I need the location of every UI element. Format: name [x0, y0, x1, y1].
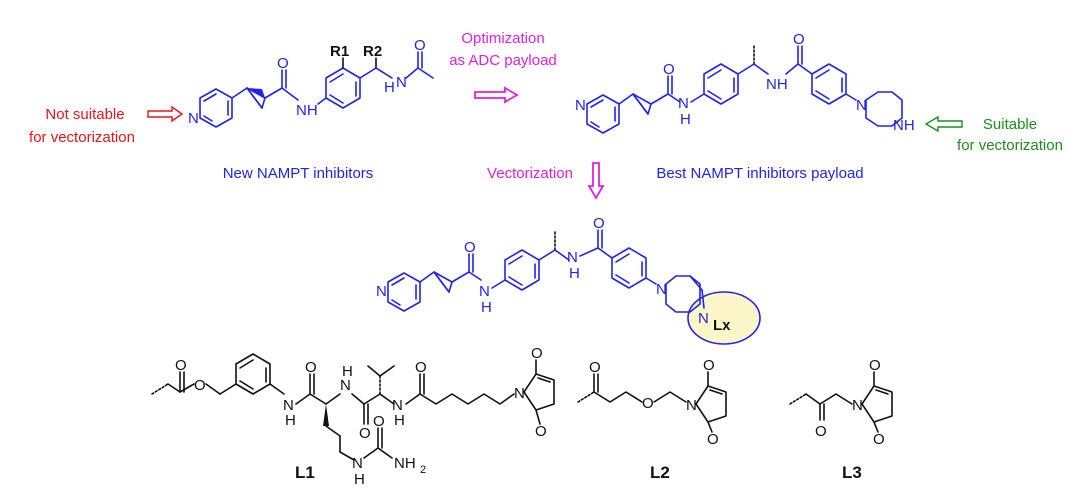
svg-text:O: O: [703, 357, 715, 374]
svg-text:for vectorization: for vectorization: [29, 129, 135, 146]
optimization-caption: Optimization as ADC payload: [449, 30, 557, 69]
svg-text:H: H: [481, 299, 492, 316]
svg-text:O: O: [373, 413, 385, 430]
svg-text:N: N: [188, 110, 199, 127]
svg-text:O: O: [535, 423, 547, 440]
svg-text:H: H: [384, 79, 395, 96]
suitable-arrow: [924, 115, 963, 133]
svg-text:N: N: [678, 95, 689, 112]
optimization-arrow: [474, 86, 519, 104]
svg-text:N: N: [514, 385, 525, 402]
svg-text:H: H: [285, 412, 296, 429]
svg-text:NH: NH: [893, 117, 915, 134]
svg-text:R1: R1: [330, 43, 349, 60]
linker-l2-structure: O O N O O: [577, 357, 727, 448]
svg-text:O: O: [815, 423, 827, 440]
svg-text:O: O: [464, 239, 476, 256]
svg-text:O: O: [194, 377, 206, 394]
svg-text:R2: R2: [363, 43, 382, 60]
vectorization-caption: Vectorization: [487, 165, 573, 182]
svg-text:N: N: [852, 397, 863, 414]
svg-text:as ADC payload: as ADC payload: [449, 52, 557, 69]
svg-text:O: O: [593, 215, 605, 232]
svg-text:H: H: [354, 471, 365, 488]
best-payload-caption: Best NAMPT inhibitors payload: [656, 165, 863, 182]
svg-text:O: O: [415, 359, 427, 376]
svg-text:O: O: [873, 431, 885, 448]
linker-l2-label: L2: [650, 463, 670, 482]
svg-text:H: H: [680, 111, 691, 128]
svg-text:N: N: [479, 283, 490, 300]
svg-text:N: N: [856, 97, 867, 114]
svg-text:O: O: [589, 359, 601, 376]
svg-text:H: H: [394, 412, 405, 429]
svg-text:N: N: [698, 310, 709, 327]
svg-text:NH: NH: [766, 76, 788, 93]
svg-text:O: O: [305, 359, 317, 376]
svg-text:N: N: [575, 97, 586, 114]
svg-text:NH: NH: [394, 455, 416, 472]
svg-text:Suitable: Suitable: [983, 116, 1037, 133]
svg-text:H: H: [342, 363, 353, 380]
svg-text:O: O: [707, 431, 719, 448]
svg-text:H: H: [569, 265, 580, 282]
svg-text:for vectorization: for vectorization: [957, 137, 1063, 154]
svg-text:N: N: [656, 281, 667, 298]
svg-text:2: 2: [420, 464, 426, 476]
new-inhibitors-caption: New NAMPT inhibitors: [223, 165, 374, 182]
svg-text:N: N: [340, 377, 351, 394]
svg-text:NH: NH: [296, 102, 318, 119]
suitable-caption: Suitable for vectorization: [957, 116, 1063, 154]
best-payload-structure: N O N H NH O N NH: [575, 31, 915, 134]
new-inhibitor-structure: N O NH R1 R2 H N O: [188, 37, 434, 128]
svg-text:Lx: Lx: [713, 317, 731, 334]
lx-highlight: [687, 291, 761, 345]
linker-l1-structure: O O N H O N H O NH 2 N H O: [151, 345, 555, 488]
svg-text:O: O: [531, 345, 543, 362]
svg-text:N: N: [392, 397, 403, 414]
svg-text:O: O: [175, 357, 187, 374]
svg-text:O: O: [663, 61, 675, 78]
vectorization-arrow: [587, 162, 605, 200]
svg-text:N: N: [567, 249, 578, 266]
svg-text:N: N: [352, 455, 363, 472]
svg-text:N: N: [283, 397, 294, 414]
not-suitable-caption: Not suitable for vectorization: [29, 106, 135, 146]
svg-text:O: O: [869, 357, 881, 374]
svg-text:O: O: [642, 395, 654, 412]
svg-text:Not suitable: Not suitable: [45, 106, 124, 123]
svg-text:Optimization: Optimization: [461, 30, 544, 47]
linker-l3-structure: O N O O: [789, 357, 893, 448]
svg-text:O: O: [359, 425, 371, 442]
svg-text:N: N: [686, 397, 697, 414]
svg-text:O: O: [793, 31, 805, 48]
svg-text:N: N: [396, 74, 407, 91]
linker-l3-label: L3: [842, 463, 862, 482]
svg-text:O: O: [277, 55, 289, 72]
svg-text:N: N: [376, 283, 387, 300]
svg-text:O: O: [414, 37, 426, 54]
linker-l1-label: L1: [295, 463, 315, 482]
not-suitable-arrow: [147, 105, 184, 123]
svg-text:Vectorization: Vectorization: [487, 165, 573, 182]
vectorized-structure: N O N H N H O N N Lx: [376, 215, 761, 345]
